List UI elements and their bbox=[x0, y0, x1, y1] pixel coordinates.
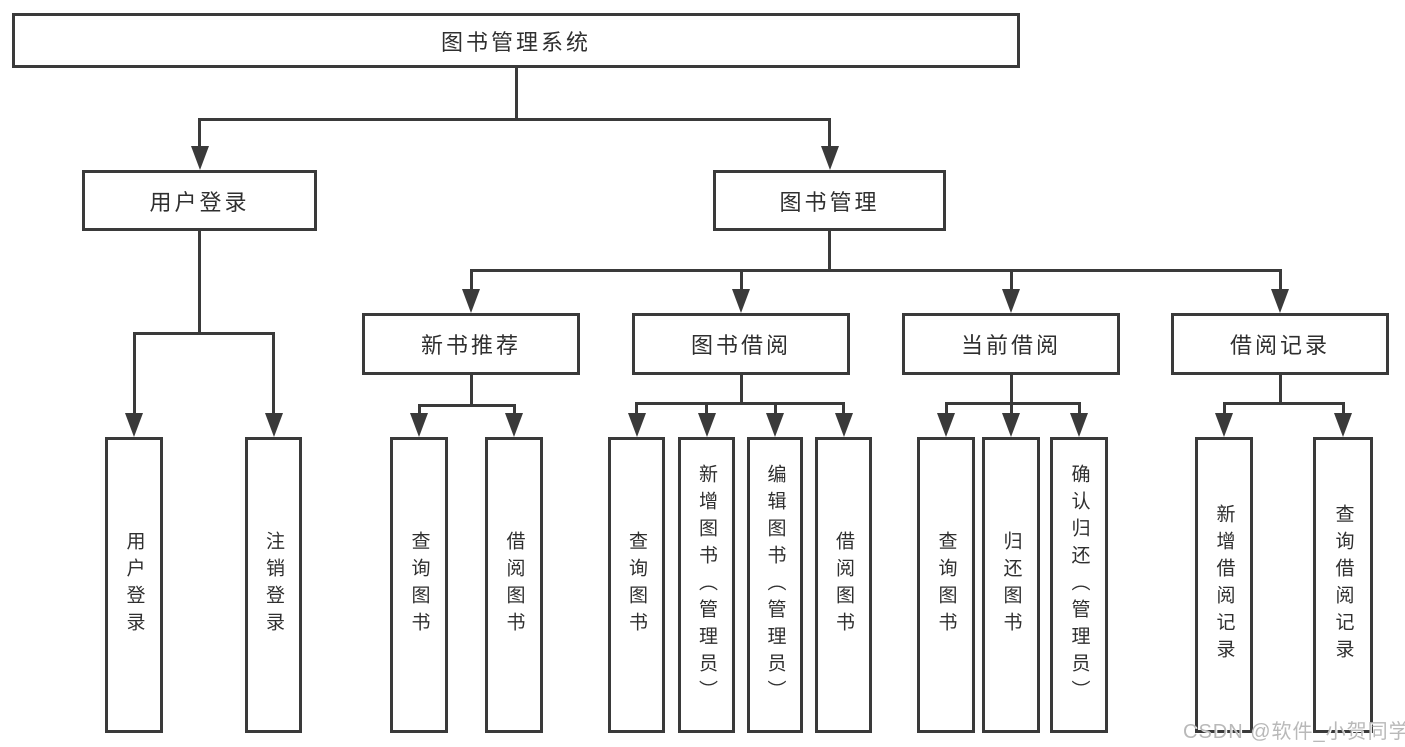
node-box-bb-query: 查询图书 bbox=[608, 437, 665, 733]
node-label-br-query: 查询借阅记录 bbox=[1332, 504, 1354, 666]
node-label-book-borrow: 图书借阅 bbox=[690, 333, 791, 358]
arrow-down-icon bbox=[834, 413, 853, 437]
node-label-bb-add: 新增图书（管理员） bbox=[696, 463, 717, 707]
arrow-down-icon bbox=[410, 413, 428, 437]
arrow-down-icon bbox=[1070, 413, 1088, 437]
node-label-bb-borrow: 借阅图书 bbox=[833, 531, 854, 639]
connector-line bbox=[198, 231, 201, 335]
connector-line bbox=[705, 403, 708, 415]
connector-line bbox=[635, 401, 845, 405]
node-box-root: 图书管理系统 bbox=[12, 13, 1020, 68]
node-box-nb-borrow: 借阅图书 bbox=[485, 437, 543, 733]
node-label-nb-query: 查询图书 bbox=[408, 531, 430, 639]
node-label-bb-query: 查询图书 bbox=[626, 531, 647, 639]
arrow-down-icon bbox=[697, 413, 716, 437]
node-label-cb-query: 查询图书 bbox=[935, 531, 957, 639]
node-box-cb-confirm: 确认归还（管理员） bbox=[1050, 437, 1108, 733]
watermark: CSDN @软件_小贺同学 bbox=[1183, 721, 1405, 743]
node-box-book-borrow: 图书借阅 bbox=[632, 313, 850, 375]
arrow-down-icon bbox=[1271, 289, 1289, 313]
connector-line bbox=[1278, 375, 1282, 405]
connector-line bbox=[514, 68, 518, 121]
connector-line bbox=[417, 405, 421, 415]
arrow-down-icon bbox=[732, 289, 750, 313]
connector-line bbox=[1009, 270, 1013, 291]
node-box-leaf-logout: 注销登录 bbox=[245, 437, 302, 733]
connector-line bbox=[132, 331, 275, 335]
node-label-user-login: 用户登录 bbox=[149, 189, 250, 215]
node-box-leaf-user-login: 用户登录 bbox=[105, 437, 163, 733]
arrow-down-icon bbox=[766, 413, 784, 437]
node-box-br-add: 新增借阅记录 bbox=[1195, 437, 1253, 733]
connector-line bbox=[1009, 403, 1013, 415]
connector-line bbox=[469, 270, 473, 291]
connector-line bbox=[198, 119, 201, 148]
arrow-down-icon bbox=[505, 413, 523, 437]
connector-line bbox=[512, 405, 516, 415]
arrow-down-icon bbox=[264, 413, 283, 437]
node-box-bb-borrow: 借阅图书 bbox=[815, 437, 872, 733]
connector-line bbox=[635, 403, 638, 415]
node-label-borrow-records: 借阅记录 bbox=[1229, 333, 1330, 358]
node-box-bb-edit: 编辑图书（管理员） bbox=[747, 437, 803, 733]
node-box-current-borrow: 当前借阅 bbox=[902, 313, 1120, 375]
node-box-cb-return: 归还图书 bbox=[982, 437, 1040, 733]
arrow-down-icon bbox=[937, 413, 955, 437]
arrow-down-icon bbox=[627, 413, 646, 437]
connector-line bbox=[739, 270, 743, 291]
connector-line bbox=[828, 119, 831, 148]
connector-line bbox=[1009, 375, 1013, 405]
connector-line bbox=[842, 403, 845, 415]
node-label-leaf-logout: 注销登录 bbox=[263, 531, 284, 639]
node-label-leaf-user-login: 用户登录 bbox=[123, 531, 145, 639]
node-box-book-mgmt: 图书管理 bbox=[713, 170, 946, 231]
connector-line bbox=[469, 375, 473, 407]
connector-line bbox=[417, 403, 516, 407]
node-label-cb-return: 归还图书 bbox=[1000, 531, 1022, 639]
connector-line bbox=[944, 403, 948, 415]
node-label-book-mgmt: 图书管理 bbox=[779, 189, 880, 215]
connector-line bbox=[132, 333, 136, 415]
arrow-down-icon bbox=[1002, 413, 1020, 437]
arrow-down-icon bbox=[1215, 413, 1233, 437]
arrow-down-icon bbox=[190, 146, 209, 170]
node-box-borrow-records: 借阅记录 bbox=[1171, 313, 1389, 375]
node-label-nb-borrow: 借阅图书 bbox=[503, 531, 525, 639]
node-label-br-add: 新增借阅记录 bbox=[1213, 504, 1235, 666]
connector-line bbox=[1077, 403, 1081, 415]
node-label-root: 图书管理系统 bbox=[440, 29, 591, 55]
node-box-bb-add: 新增图书（管理员） bbox=[678, 437, 735, 733]
connector-line bbox=[773, 403, 777, 415]
arrow-down-icon bbox=[820, 146, 839, 170]
node-box-cb-query: 查询图书 bbox=[917, 437, 975, 733]
node-box-new-book-rec: 新书推荐 bbox=[362, 313, 580, 375]
node-label-bb-edit: 编辑图书（管理员） bbox=[764, 463, 786, 707]
node-box-user-login: 用户登录 bbox=[82, 170, 317, 231]
connector-line bbox=[828, 231, 831, 272]
node-label-cb-confirm: 确认归还（管理员） bbox=[1068, 463, 1090, 707]
node-label-new-book-rec: 新书推荐 bbox=[420, 333, 521, 358]
node-label-current-borrow: 当前借阅 bbox=[960, 333, 1061, 358]
connector-line bbox=[1341, 403, 1345, 415]
arrow-down-icon bbox=[462, 289, 480, 313]
connector-line bbox=[1222, 401, 1345, 405]
connector-line bbox=[739, 375, 743, 405]
connector-line bbox=[944, 401, 1081, 405]
node-box-br-query: 查询借阅记录 bbox=[1313, 437, 1373, 733]
connector-line bbox=[1278, 270, 1282, 291]
connector-line bbox=[469, 268, 1282, 272]
connector-line bbox=[198, 117, 831, 121]
connector-line bbox=[1222, 403, 1226, 415]
node-box-nb-query: 查询图书 bbox=[390, 437, 448, 733]
arrow-down-icon bbox=[1334, 413, 1352, 437]
arrow-down-icon bbox=[1002, 289, 1020, 313]
connector-line bbox=[272, 333, 275, 415]
arrow-down-icon bbox=[125, 413, 143, 437]
